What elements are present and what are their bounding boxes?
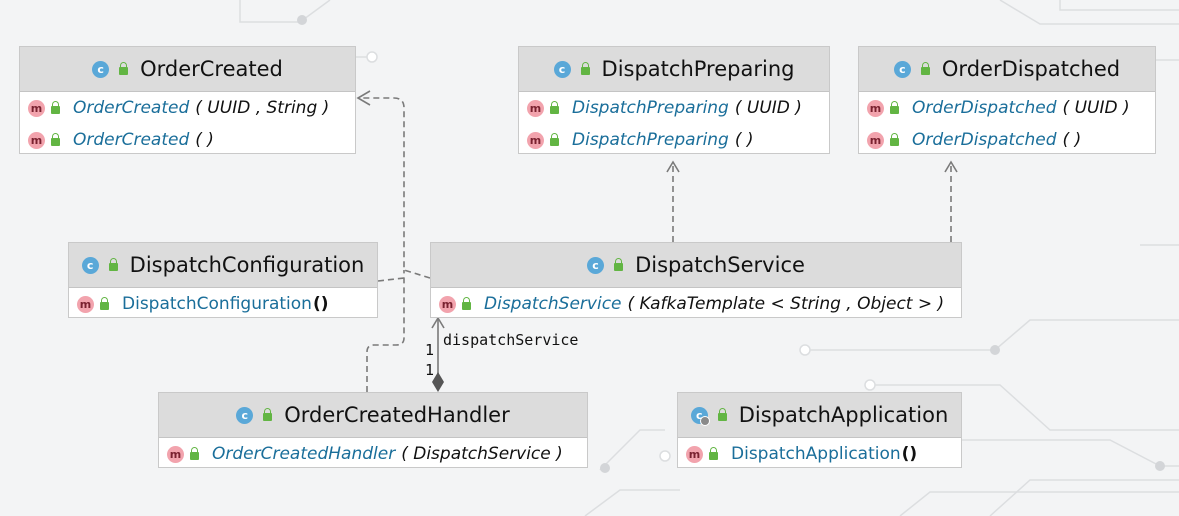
public-lock-icon	[190, 447, 199, 460]
public-lock-icon	[51, 101, 60, 114]
public-lock-icon	[119, 62, 129, 75]
member-row[interactable]: m DispatchPreparing ( )	[519, 124, 829, 156]
method-name: OrderDispatched	[912, 130, 1057, 150]
method-name: OrderDispatched	[912, 98, 1057, 118]
class-icon: c	[81, 256, 99, 274]
member-row[interactable]: m DispatchPreparing ( UUID )	[519, 92, 829, 124]
method-name: OrderCreated	[73, 98, 190, 118]
class-header: c DispatchConfiguration	[69, 243, 377, 288]
member-row[interactable]: m DispatchApplication ()	[678, 438, 961, 470]
method-icon: m	[439, 295, 456, 313]
method-name: DispatchPreparing	[572, 130, 729, 150]
method-params: ( )	[1062, 130, 1082, 150]
member-row[interactable]: m DispatchService ( KafkaTemplate < Stri…	[431, 288, 961, 320]
class-name: OrderCreated	[140, 57, 283, 81]
public-lock-icon	[920, 62, 930, 75]
public-lock-icon	[614, 258, 624, 271]
method-name: DispatchConfiguration	[122, 294, 312, 314]
method-params: ( UUID )	[734, 98, 802, 118]
member-row[interactable]: m OrderDispatched ( )	[859, 124, 1155, 156]
method-params: ( KafkaTemplate < String , Object > )	[627, 294, 945, 314]
public-lock-icon	[890, 133, 899, 146]
class-header: c DispatchPreparing	[519, 47, 829, 92]
class-name: DispatchApplication	[738, 403, 949, 427]
public-lock-icon	[550, 133, 559, 146]
class-dispatch-preparing[interactable]: c DispatchPreparing m DispatchPreparing …	[518, 46, 830, 154]
class-name: OrderCreatedHandler	[284, 403, 510, 427]
public-lock-icon	[100, 297, 109, 310]
method-name: DispatchApplication	[731, 444, 901, 464]
spring-boot-class-icon: c	[690, 406, 710, 426]
method-params: ( UUID , String )	[195, 98, 330, 118]
public-lock-icon	[580, 62, 590, 75]
public-lock-icon	[462, 297, 471, 310]
multiplicity-source-label: 1	[425, 361, 435, 379]
class-name: OrderDispatched	[941, 57, 1121, 81]
member-row[interactable]: m DispatchConfiguration ()	[69, 288, 377, 320]
member-row[interactable]: m OrderCreated ( UUID , String )	[20, 92, 355, 124]
method-icon: m	[167, 445, 184, 463]
class-header: c OrderCreatedHandler	[159, 393, 587, 438]
method-icon: m	[28, 131, 45, 149]
method-icon: m	[867, 131, 884, 149]
method-params: ()	[312, 294, 329, 314]
class-header: c DispatchService	[431, 243, 961, 288]
method-icon: m	[28, 99, 45, 117]
public-lock-icon	[108, 258, 118, 271]
class-name: DispatchService	[635, 253, 805, 277]
member-row[interactable]: m OrderCreated ( )	[20, 124, 355, 156]
public-lock-icon	[890, 101, 899, 114]
association-role-label: dispatchService	[443, 331, 579, 349]
class-dispatch-application[interactable]: c DispatchApplication m DispatchApplicat…	[677, 392, 962, 468]
method-params: ()	[901, 444, 918, 464]
class-icon: c	[553, 60, 571, 78]
class-order-created[interactable]: c OrderCreated m OrderCreated ( UUID , S…	[19, 46, 356, 154]
class-icon: c	[893, 60, 911, 78]
class-icon: c	[92, 60, 110, 78]
method-name: OrderCreatedHandler	[212, 444, 396, 464]
public-lock-icon	[709, 447, 718, 460]
method-icon: m	[77, 295, 94, 313]
public-lock-icon	[51, 133, 60, 146]
public-lock-icon	[263, 408, 273, 421]
class-dispatch-configuration[interactable]: c DispatchConfiguration m DispatchConfig…	[68, 242, 378, 318]
method-icon: m	[527, 99, 544, 117]
class-header: c OrderDispatched	[859, 47, 1155, 92]
method-params: ( UUID )	[1062, 98, 1130, 118]
class-header: c OrderCreated	[20, 47, 355, 92]
class-name: DispatchPreparing	[601, 57, 795, 81]
class-header: c DispatchApplication	[678, 393, 961, 438]
method-params: ( )	[195, 130, 214, 150]
composition-diamond	[432, 372, 444, 392]
class-order-dispatched[interactable]: c OrderDispatched m OrderDispatched ( UU…	[858, 46, 1156, 154]
dependency-dispatchconfiguration-link	[377, 277, 405, 282]
multiplicity-target-label: 1	[425, 341, 435, 359]
method-name: DispatchPreparing	[572, 98, 729, 118]
method-params: ( DispatchService )	[401, 444, 563, 464]
method-name: OrderCreated	[73, 130, 190, 150]
method-name: DispatchService	[484, 294, 622, 314]
dependency-dispatchservice-ordercreated	[358, 97, 431, 279]
class-order-created-handler[interactable]: c OrderCreatedHandler m OrderCreatedHand…	[158, 392, 588, 468]
class-icon: c	[587, 256, 605, 274]
method-icon: m	[686, 445, 703, 463]
method-params: ( )	[734, 130, 754, 150]
public-lock-icon	[717, 408, 727, 421]
member-row[interactable]: m OrderCreatedHandler ( DispatchService …	[159, 438, 587, 470]
class-icon: c	[236, 406, 254, 424]
method-icon: m	[527, 131, 544, 149]
dependency-ordercreatedhandler-link	[366, 270, 405, 392]
member-row[interactable]: m OrderDispatched ( UUID )	[859, 92, 1155, 124]
class-dispatch-service[interactable]: c DispatchService m DispatchService ( Ka…	[430, 242, 962, 318]
public-lock-icon	[550, 101, 559, 114]
class-name: DispatchConfiguration	[129, 253, 365, 277]
method-icon: m	[867, 99, 884, 117]
